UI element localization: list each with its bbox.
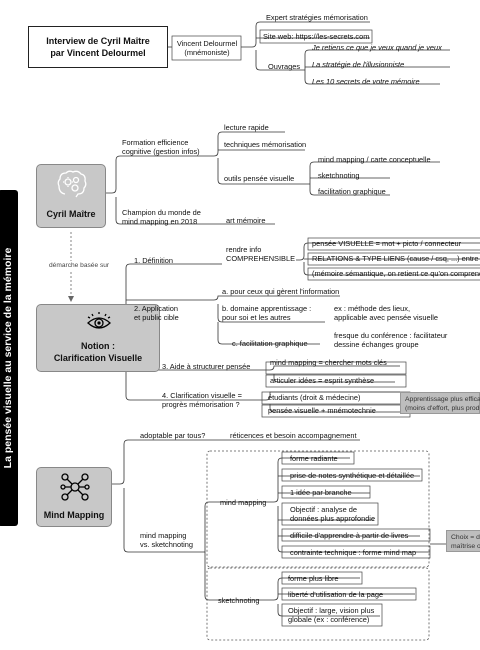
ouvrages-label: Ouvrages — [268, 62, 301, 71]
outil-mindmapping: mind mapping / carte conceptuelle — [318, 155, 431, 164]
application-node: 2. Application et public cible — [134, 304, 179, 322]
vs-l2: vs. sketchnoting — [140, 540, 193, 549]
hub-notion[interactable]: Notion : Clarification Visuelle — [36, 304, 160, 372]
app-b-l1: b. domaine apprentissage : — [222, 304, 312, 313]
interview-title-line1: Interview de Cyril Maître — [46, 36, 150, 46]
side-title-bar: La pensée visuelle au service de la mémo… — [0, 190, 18, 526]
clarification-l1: 4. Clarification visuelle = — [162, 391, 242, 400]
choix-l2: maîtrise ou — [451, 542, 480, 550]
person-node: Vincent Delourmel (mnémoniste) — [176, 39, 238, 57]
clarification-l2: progrès mémorisation ? — [162, 400, 240, 409]
choix-note: Choix = dé maîtrise ou — [446, 530, 480, 552]
app-c-l1: fresque du conférence : facilitateur — [334, 331, 448, 340]
app-a-node: a. pour ceux qui gèrent l'information — [222, 287, 340, 296]
champion-l2: mind mapping en 2018 — [122, 217, 198, 226]
rendre-node: rendre info COMPREHENSIBLE — [226, 245, 295, 263]
mm-item-7: contrainte technique : forme mind map — [290, 548, 417, 557]
sk-label: sketchnoting — [218, 596, 260, 605]
hub-mindmapping-label: Mind Mapping — [43, 510, 105, 520]
app-c-l2: dessine échanges groupe — [334, 340, 419, 349]
brain-gears-icon — [57, 170, 87, 198]
aide-item-2: articuler idées = esprit synthèse — [270, 376, 375, 385]
app-c-node: c. facilitation graphique — [232, 339, 308, 348]
def-item-1: pensée VISUELLE = mot + picto / connecte… — [312, 239, 462, 248]
lecture-node: lecture rapide — [224, 123, 269, 132]
mm-item-5: données plus approfondie — [290, 514, 376, 523]
mind-map-icon — [60, 473, 90, 501]
interview-title-line2: par Vincent Delourmel — [50, 48, 146, 58]
app-b-l2: pour soi et les autres — [222, 313, 291, 322]
clar-item-1: étudiants (droit & médecine) — [268, 393, 361, 402]
techniques-node: techniques mémorisation — [224, 140, 307, 149]
hub-notion-label-2: Clarification Visuelle — [53, 353, 143, 363]
mm-item-6: difficile d'apprendre à partir de livres — [290, 531, 409, 540]
expert-node: Expert stratégies mémorisation — [266, 13, 368, 22]
formation-l2: cognitive (gestion infos) — [122, 147, 200, 156]
aide-node: 3. Aide à structurer pensée — [162, 362, 251, 371]
outils-node: outils pensée visuelle — [224, 174, 295, 183]
outil-facilitation: facilitation graphique — [318, 187, 386, 196]
app-b-ex-l1: ex : méthode des lieux, — [334, 304, 411, 313]
person-role: (mnémoniste) — [184, 48, 230, 57]
mm-item-4: Objectif : analyse de — [290, 505, 357, 514]
person-name: Vincent Delourmel — [176, 39, 238, 48]
def-item-3: (mémoire sémantique, on retient ce qu'on… — [312, 269, 480, 278]
hub-cyril[interactable]: Cyril Maître — [36, 164, 106, 228]
app-b-example: ex : méthode des lieux, applicable avec … — [334, 304, 438, 322]
eye-icon — [87, 312, 111, 329]
vs-l1: mind mapping — [140, 531, 187, 540]
choix-l1: Choix = dé — [451, 534, 480, 541]
definition-node: 1. Définition — [134, 256, 174, 265]
apprentissage-l1: Apprentissage plus efficace — [405, 396, 480, 403]
vs-node: mind mapping vs. sketchnoting — [140, 531, 193, 549]
reticences-node: réticences et besoin accompagnement — [230, 431, 357, 440]
rendre-l1: rendre info — [226, 245, 262, 254]
formation-l1: Formation efficience — [122, 138, 189, 147]
champion-l1: Champion du monde de — [122, 208, 201, 217]
clar-item-2: pensée visuelle + mnémotechnie — [268, 406, 376, 415]
aide-item-1: mind mapping = chercher mots clés — [270, 358, 387, 367]
sk-item-4: globale (ex : conférence) — [288, 615, 370, 624]
mm-item-2: prise de notes synthétique et détaillée — [290, 471, 415, 480]
def-item-2: RELATIONS & TYPE LIENS (cause / csq, ...… — [312, 254, 480, 263]
formation-node: Formation efficience cognitive (gestion … — [122, 138, 200, 156]
application-l1: 2. Application — [134, 304, 178, 313]
outil-sketchnoting: sketchnoting — [318, 171, 360, 180]
sk-item-1: forme plus libre — [288, 574, 339, 583]
hub-cyril-label: Cyril Maître — [46, 209, 96, 219]
mm-label: mind mapping — [220, 498, 267, 507]
book-3: Les 10 secrets de votre mémoire — [312, 77, 420, 86]
website-node: Site web: https://les-secrets.com — [263, 32, 370, 41]
champion-node: Champion du monde de mind mapping en 201… — [122, 208, 201, 226]
clarification-node: 4. Clarification visuelle = progrès mémo… — [162, 391, 242, 409]
hub-mindmapping[interactable]: Mind Mapping — [36, 467, 112, 527]
app-b-ex-l2: applicable avec pensée visuelle — [334, 313, 438, 322]
link-label: démarche basée sur — [49, 261, 110, 270]
app-c-detail: fresque du conférence : facilitateur des… — [334, 331, 447, 349]
sk-item-2: liberté d'utilisation de la page — [288, 590, 384, 599]
adoptable-node: adoptable par tous? — [140, 431, 206, 440]
sk-item-3: Objectif : large, vision plus — [288, 606, 375, 615]
mm-item-1: forme radiante — [290, 454, 338, 463]
apprentissage-note: Apprentissage plus efficace (moins d'eff… — [400, 392, 480, 414]
book-1: Je retiens ce que je veux quand je veux — [312, 43, 442, 52]
apprentissage-l2: (moins d'effort, plus productif) — [405, 404, 480, 412]
hub-notion-label-1: Notion : — [81, 341, 115, 351]
app-b-node: b. domaine apprentissage : pour soi et l… — [222, 304, 311, 322]
art-memoire-node: art mémoire — [226, 216, 266, 225]
side-title: La pensée visuelle au service de la mémo… — [2, 247, 14, 469]
rendre-l2: COMPREHENSIBLE — [226, 254, 295, 263]
book-2: La stratégie de l'illusionniste — [312, 60, 405, 69]
application-l2: et public cible — [134, 313, 179, 322]
interview-title-box: Interview de Cyril Maître par Vincent De… — [28, 26, 168, 68]
mm-item-3: 1 idée par branche — [290, 488, 352, 497]
